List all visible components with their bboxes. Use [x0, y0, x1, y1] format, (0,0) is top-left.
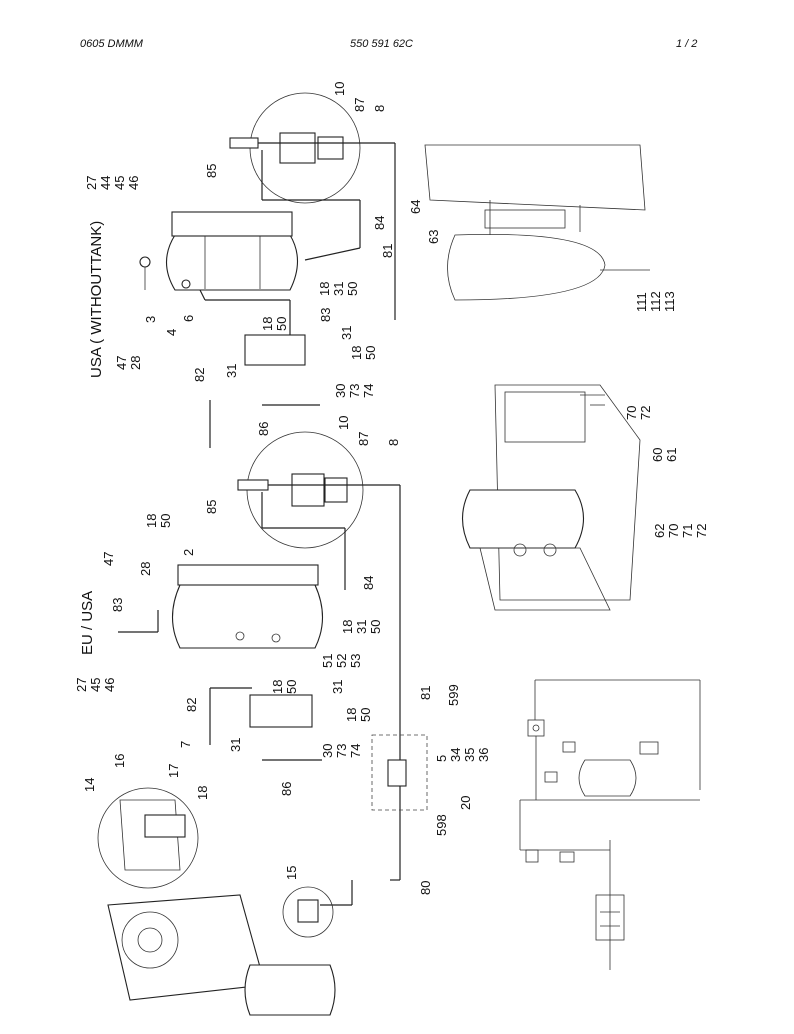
callout-30-73-74-top: 307374	[333, 384, 376, 398]
callout-15: 15	[284, 866, 299, 880]
callout-70-72: 7072	[624, 406, 653, 420]
pressure-switch-upper	[244, 334, 306, 366]
callout-10-lower: 10	[336, 416, 351, 430]
callout-31-top-a: 31	[224, 364, 239, 378]
engine-block	[107, 894, 266, 1001]
callout-111-112-113: 111112113	[634, 291, 677, 312]
callout-18-50-top-b: 1850	[349, 346, 378, 360]
pneumatic-schematic	[519, 679, 701, 970]
callout-31-lower-b: 31	[228, 738, 243, 752]
callout-63: 63	[426, 230, 441, 244]
callout-87-lower: 87	[356, 432, 371, 446]
callout-85-lower: 85	[204, 500, 219, 514]
callout-17: 17	[166, 764, 181, 778]
schematic-tank	[578, 759, 637, 797]
air-tank-middle	[461, 489, 584, 549]
callout-28-lower: 28	[138, 562, 153, 576]
tank-bracket-upper	[171, 211, 293, 237]
callout-64: 64	[408, 200, 423, 214]
compressor-engine-assembly	[97, 787, 336, 1016]
callout-47-lower: 47	[101, 552, 116, 566]
inline-filter	[387, 759, 407, 787]
callout-84-lower: 84	[361, 576, 376, 590]
callout-8-lower: 8	[386, 439, 401, 446]
callout-86-lower: 86	[279, 782, 294, 796]
callout-51-52-53: 515253	[320, 654, 363, 668]
schematic-valve-block	[595, 894, 625, 941]
callouts-top: 27444546 85 10 87 8 84 81 64 63 3 4 6 47…	[84, 82, 677, 436]
title-usa-without-tank: USA ( WITHOUTTANK)	[88, 221, 105, 378]
callout-83-top: 83	[318, 308, 333, 322]
callout-81-lower: 81	[418, 686, 433, 700]
callout-86-top: 86	[256, 422, 271, 436]
drain-valve-upper	[181, 279, 191, 289]
callout-2: 2	[181, 549, 196, 556]
callout-18-50-lower-a: 1850	[144, 514, 173, 528]
callout-27-44-45-46: 27444546	[84, 176, 141, 190]
callout-7: 7	[178, 741, 193, 748]
header-document-code: 0605 DMMM	[80, 38, 143, 50]
detail-circle-fitting	[282, 886, 334, 938]
flywheel	[121, 911, 179, 969]
callout-87-top: 87	[352, 98, 367, 112]
callout-18-31-50-top: 183150	[317, 282, 360, 296]
callout-18-lower: 18	[195, 786, 210, 800]
air-tank-lower	[172, 584, 323, 649]
title-eu-usa: EU / USA	[79, 591, 96, 655]
schematic-regulator	[527, 719, 545, 737]
callout-20: 20	[458, 796, 473, 810]
callout-14: 14	[82, 778, 97, 792]
callout-84-top: 84	[372, 216, 387, 230]
callout-5-34-35-36: 5343536	[434, 748, 491, 762]
callout-3: 3	[143, 316, 158, 323]
callout-6: 6	[181, 315, 196, 322]
safety-valve-upper	[139, 256, 151, 268]
callout-60-61: 6061	[650, 448, 679, 462]
callout-8-top: 8	[372, 105, 387, 112]
pressure-switch-lower	[249, 694, 313, 728]
callout-27-45-46: 274546	[74, 678, 117, 692]
callout-31-lower-a: 31	[330, 680, 345, 694]
compressor-unit-upper	[424, 144, 646, 211]
callout-47-28-top: 4728	[114, 356, 143, 370]
compressor-unit-middle	[461, 384, 641, 611]
callout-599: 599	[446, 684, 461, 706]
callout-4: 4	[164, 329, 179, 336]
filter-dryer-box	[371, 734, 428, 811]
top-tank-assembly	[139, 92, 650, 448]
compressor-cylinder	[244, 964, 336, 1016]
callout-82-top: 82	[192, 368, 207, 382]
callouts-lower: 1850 47 28 2 83 85 10 87 8 84 183150 274…	[74, 406, 709, 895]
air-tank-upper	[165, 234, 299, 291]
callout-85-top: 85	[204, 164, 219, 178]
callout-62-70-71-72: 62707172	[652, 524, 709, 538]
eu-usa-tank-assembly	[118, 431, 428, 906]
callout-83-lower: 83	[110, 598, 125, 612]
tank-bracket-lower	[177, 564, 319, 586]
header-page-number: 1 / 2	[676, 38, 698, 50]
detail-circle-compressor	[97, 787, 199, 889]
callout-18-50-top-a: 1850	[260, 317, 289, 331]
callout-81-top: 81	[380, 244, 395, 258]
callout-18-50-lower-b: 1850	[270, 680, 299, 694]
callout-10-top: 10	[332, 82, 347, 96]
callout-31-top-b: 31	[339, 326, 354, 340]
callout-18-50-lower-c: 1850	[344, 708, 373, 722]
callout-18-31-50-lower: 183150	[340, 620, 383, 634]
callout-16: 16	[112, 754, 127, 768]
callout-598: 598	[434, 814, 449, 836]
header-part-number: 550 591 62C	[350, 38, 413, 50]
callout-30-73-74-lower: 307374	[320, 744, 363, 758]
callout-82-lower: 82	[184, 698, 199, 712]
callout-80: 80	[418, 881, 433, 895]
